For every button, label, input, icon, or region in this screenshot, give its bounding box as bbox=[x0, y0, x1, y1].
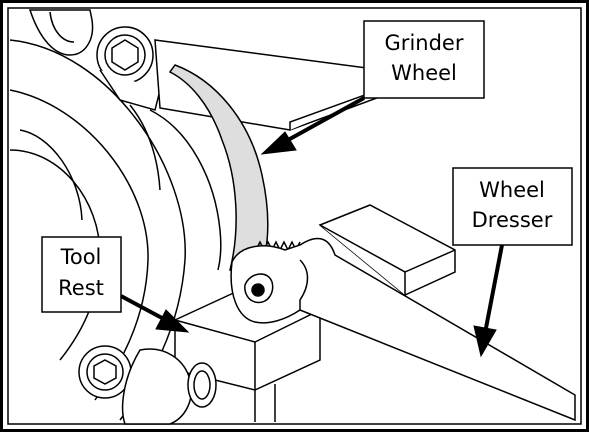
arrow-grinder-wheel bbox=[287, 96, 365, 142]
pointer-arrows bbox=[120, 96, 504, 358]
label-tool-rest: Tool Rest bbox=[41, 236, 122, 313]
label-box bbox=[41, 236, 122, 313]
bottom-locking-knobs bbox=[78, 345, 217, 425]
label-box bbox=[363, 20, 485, 99]
label-line-2: Dresser bbox=[472, 208, 553, 232]
arrowhead-wheel-dresser bbox=[473, 325, 497, 358]
top-adjustment-knob bbox=[28, 9, 161, 111]
inner-frame bbox=[7, 7, 582, 425]
label-line-1: Wheel bbox=[479, 178, 545, 202]
arrowhead-grinder-wheel bbox=[260, 131, 297, 155]
label-wheel-dresser: Wheel Dresser bbox=[452, 167, 573, 246]
label-grinder-wheel: Grinder Wheel bbox=[363, 20, 485, 99]
arrow-tool-rest bbox=[120, 294, 163, 320]
arrowhead-tool-rest bbox=[155, 309, 190, 333]
wheel-dresser-tool bbox=[230, 237, 576, 422]
label-line-2: Rest bbox=[58, 276, 104, 300]
label-line-2: Wheel bbox=[391, 61, 457, 85]
label-box bbox=[452, 167, 573, 246]
label-line-1: Tool bbox=[60, 245, 102, 269]
grinder-wheel-edge bbox=[149, 109, 222, 271]
arrow-wheel-dresser bbox=[484, 244, 504, 329]
label-line-1: Grinder bbox=[385, 31, 464, 55]
